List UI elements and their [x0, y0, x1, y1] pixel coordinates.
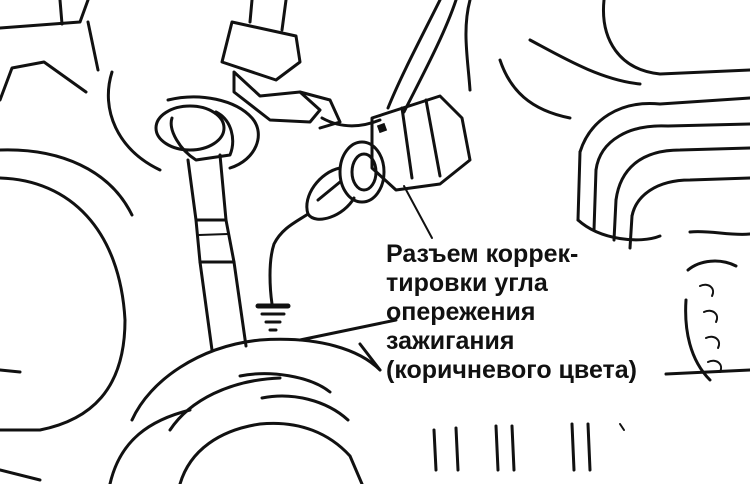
gear-part-right [664, 259, 750, 382]
callout-line-4: зажигания [386, 327, 515, 355]
callout-line-2: тировки угла [386, 269, 548, 297]
engine-frame-top-left [0, 0, 100, 102]
ground-wire [255, 212, 310, 332]
round-housing-left [0, 148, 134, 432]
callout-line-3: опережения [386, 298, 536, 326]
timing-connector [338, 94, 472, 204]
callout-line-1: Разъем коррек- [386, 240, 579, 268]
right-side-ducts [498, 0, 750, 250]
connector-callout-label: Разъем коррек- тировки угла опережения з… [386, 240, 637, 385]
wiring-harness [320, 0, 472, 128]
upper-connector-block [220, 0, 342, 130]
bottom-hatching [0, 368, 625, 482]
distributor-body [106, 70, 260, 172]
callout-line-5: (коричневого цвета) [386, 356, 638, 384]
callout-leader-line [403, 185, 433, 239]
hose-vertical [169, 110, 248, 352]
lower-accordion-hose [108, 318, 398, 484]
